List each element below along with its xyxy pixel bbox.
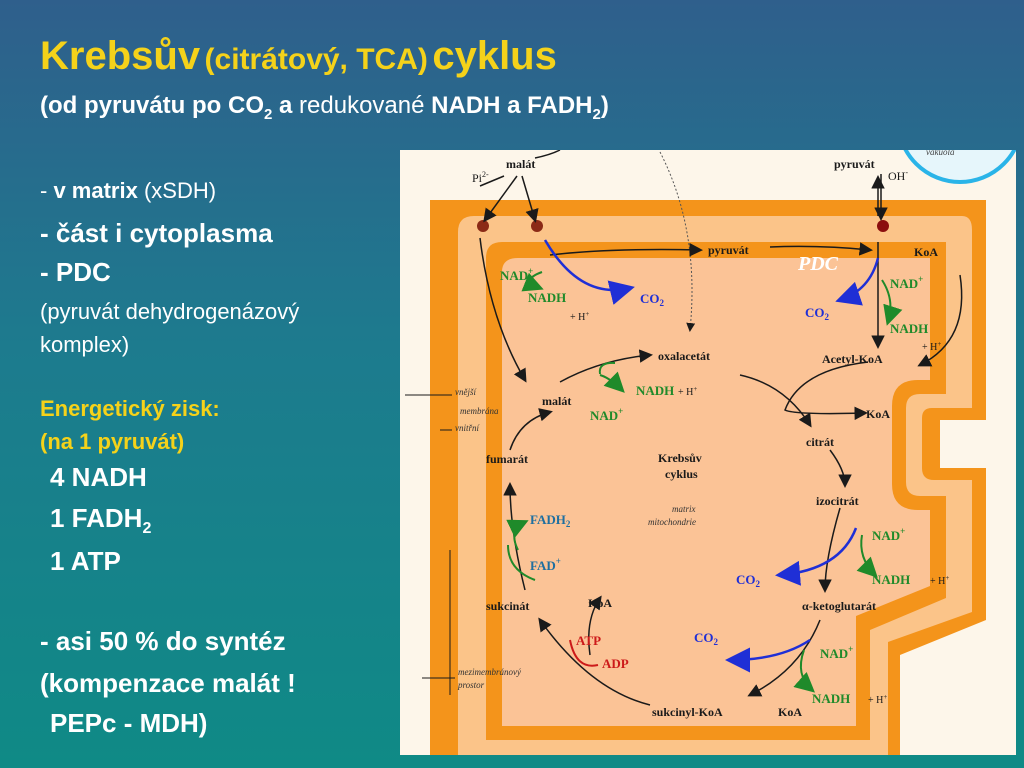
label-co2-1: CO2 [640, 291, 665, 308]
transporter-1 [477, 220, 489, 232]
synthesis-note-3: PEPc - MDH) [50, 708, 208, 738]
label-sukcinat: sukcinát [486, 599, 529, 613]
label-koa-1: KoA [914, 245, 938, 259]
label-membrana: membrána [460, 406, 499, 416]
label-krebsuv: Krebsův [658, 451, 702, 465]
label-izocitrat: izocitrát [816, 494, 859, 508]
energy-gain-unit: (na 1 pyruvát) [40, 429, 185, 454]
label-nad-mdh: NAD+ [590, 406, 623, 423]
label-pyruvat-mid: pyruvát [708, 243, 749, 257]
label-nad-1: NAD+ [500, 266, 533, 283]
label-co2-kg: CO2 [694, 630, 719, 647]
label-nadh-kg: NADH [812, 691, 850, 706]
label-oh: OH- [888, 168, 908, 183]
label-h-idh: + H+ [930, 574, 949, 587]
krebs-cycle-diagram: vakuola malát pyruvát pyruvát KoA [400, 150, 1016, 755]
label-nadh-idh: NADH [872, 572, 910, 587]
label-fumarat: fumarát [486, 452, 528, 466]
label-prostor: prostor [457, 680, 485, 690]
matrix-location: - v matrix (xSDH) [40, 178, 217, 203]
transporter-2 [531, 220, 543, 232]
label-mezimembranovy: mezimembránový [458, 667, 521, 677]
label-malat-top: malát [506, 157, 535, 171]
label-nadh-mdh: NADH [636, 383, 674, 398]
label-atp: ATP [576, 633, 601, 648]
label-acetyl-koa: Acetyl-KoA [822, 352, 883, 366]
label-nad-kg: NAD+ [820, 644, 853, 661]
label-koa-3: KoA [588, 596, 612, 610]
slide-subtitle: (od pyruvátu po CO2 a redukované NADH a … [40, 92, 609, 123]
label-adp: ADP [602, 656, 629, 671]
label-pyruvat-top: pyruvát [834, 157, 875, 171]
label-nad-pdc: NAD+ [890, 274, 923, 291]
label-h-mdh: + H+ [678, 385, 697, 398]
pdc-note: - PDC [40, 257, 111, 287]
pdc-full-name-1: (pyruvát dehydrogenázový [40, 299, 300, 324]
vacuole-shape [903, 150, 1016, 184]
label-pdc: PDC [797, 253, 839, 275]
synthesis-note-1: - asi 50 % do syntéz [40, 626, 286, 656]
label-matrix: matrix [672, 504, 696, 514]
label-co2-idh: CO2 [736, 572, 761, 589]
label-oxalacetat: oxalacetát [658, 349, 710, 363]
label-nadh-pdc: NADH [890, 321, 928, 336]
yield-atp: 1 ATP [50, 546, 121, 576]
slide-title: Krebsův (citrátový, TCA) cyklus [40, 34, 557, 78]
cytoplasm-note: - část i cytoplasma [40, 218, 273, 248]
label-nad-idh: NAD+ [872, 526, 905, 543]
yield-fadh2: 1 FADH2 [50, 503, 152, 538]
label-vnitrni: vnitřní [455, 423, 480, 433]
label-vakuola: vakuola [926, 150, 955, 157]
label-h-kg: + H+ [868, 693, 887, 706]
label-ketoglutarat: α-ketoglutarát [802, 599, 876, 613]
label-koa-2: KoA [866, 407, 890, 421]
synthesis-note-2: (kompenzace malát ! [40, 668, 296, 698]
label-koa-4: KoA [778, 705, 802, 719]
label-nadh-1: NADH [528, 290, 566, 305]
pdc-full-name-2: komplex) [40, 332, 130, 357]
label-co2-pdc: CO2 [805, 305, 830, 322]
label-fad: FAD+ [530, 556, 561, 573]
label-cyklus: cyklus [665, 467, 698, 481]
label-h-pdc: + H+ [922, 340, 941, 353]
label-sukcinyl-koa: sukcinyl-KoA [652, 705, 723, 719]
label-h-1: + H+ [570, 310, 589, 323]
energy-gain-title: Energetický zisk: [40, 396, 220, 421]
label-malat: malát [542, 394, 571, 408]
label-vnejsi: vnější [455, 387, 477, 397]
label-citrat: citrát [806, 435, 834, 449]
transporter-3 [877, 220, 889, 232]
label-mitochondrie: mitochondrie [648, 517, 696, 527]
yield-nadh: 4 NADH [50, 462, 147, 492]
label-fadh2: FADH2 [530, 512, 571, 529]
label-pi: Pi2- [472, 170, 489, 185]
